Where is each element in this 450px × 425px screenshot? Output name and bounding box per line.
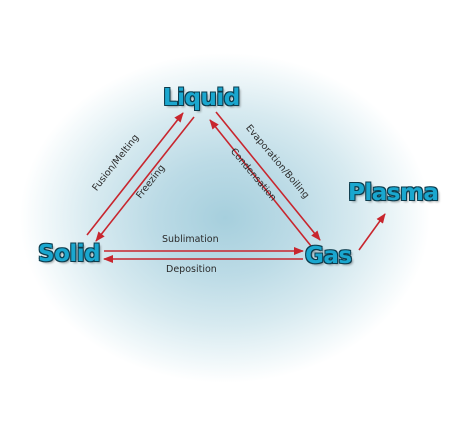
condensation-arrow — [209, 119, 312, 247]
label-sublimation: Sublimation — [162, 234, 219, 245]
state-gas: Gas — [305, 243, 352, 269]
state-solid: Solid — [38, 241, 101, 267]
plasma-arrow — [358, 213, 386, 251]
label-deposition: Deposition — [166, 264, 217, 275]
fusion-arrow — [86, 112, 184, 236]
state-plasma: Plasma — [348, 180, 439, 206]
state-liquid: Liquid — [163, 85, 240, 111]
freezing-arrow — [95, 116, 195, 242]
evaporation-arrow — [215, 111, 321, 241]
